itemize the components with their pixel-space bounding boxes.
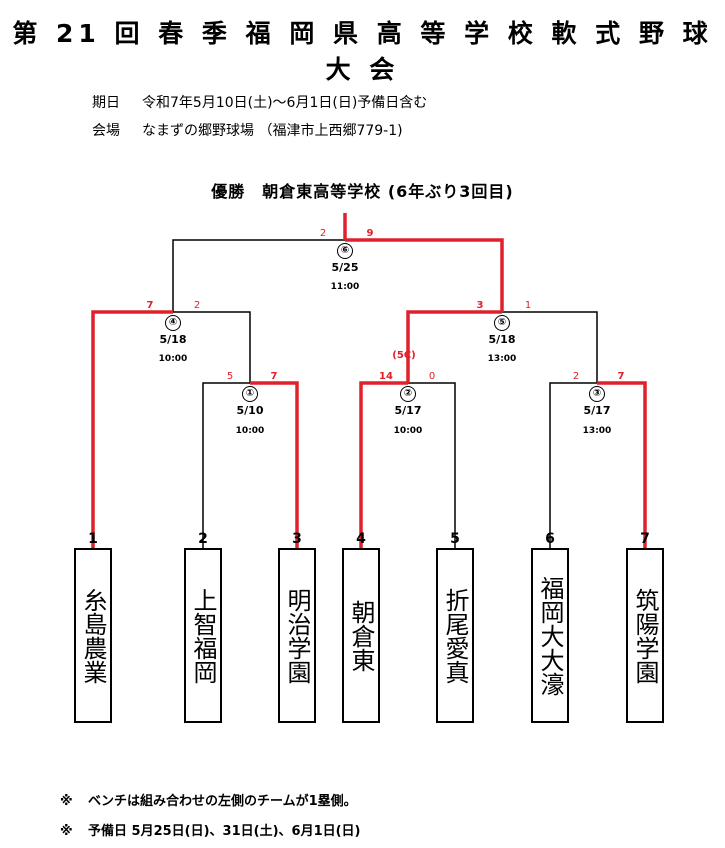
match3-date: 5/17 [583,404,611,417]
line-m2-win [406,310,502,383]
line-team4-win [359,381,408,548]
team-box-1: 糸島農業 [74,548,112,723]
team-number: 1 [88,531,98,547]
team-number: 7 [640,531,650,547]
match6-score-left: 2 [319,228,327,239]
match5-time: 13:00 [487,354,517,364]
team-number: 4 [356,531,366,547]
match2-score-right: 0 [428,371,436,382]
info-venue-row: 会場 なまずの郷野球場 （福津市上西郷779-1) [92,120,403,140]
match3-score-right: 7 [617,371,625,382]
match2-date: 5/17 [394,404,422,417]
match3-time: 13:00 [582,426,612,436]
match1-score-right: 7 [270,371,278,382]
line-team2 [202,382,250,548]
team-number: 3 [292,531,302,547]
match5-score-left: 3 [476,300,484,311]
footnote-bench: ※ ベンチは組み合わせの左側のチームが1塁側。 [60,790,357,809]
match6-date: 5/25 [331,261,359,274]
bracket-lines-black [172,239,598,548]
footnote-text: ベンチは組み合わせの左側のチームが1塁側。 [88,794,357,809]
match5-number: ⑤ [494,315,510,331]
info-venue-value: なまずの郷野球場 （福津市上西郷779-1) [142,123,403,139]
match1-score-left: 5 [226,371,234,382]
info-venue-label: 会場 [92,123,120,139]
team-box-7: 筑陽学園 [626,548,664,723]
footnote-reserve: ※ 予備日 5月25日(日)、31日(土)、6月1日(日) [60,820,361,839]
match2-number: ② [400,386,416,402]
footnote-text: 予備日 5月25日(日)、31日(土)、6月1日(日) [88,824,361,839]
match2-time: 10:00 [393,426,423,436]
match3-score-left: 2 [572,371,580,382]
match4-score-left: 7 [146,300,154,311]
match6-score-right: 9 [366,228,374,239]
footnote-mark: ※ [60,794,73,809]
match6-time: 11:00 [330,282,360,292]
match4-number: ④ [165,315,181,331]
match4-time: 10:00 [158,354,188,364]
match2-score-left: 14 [379,371,393,382]
line-m5-right [502,311,598,383]
match1-time: 10:00 [235,426,265,436]
bracket-lines-red [91,213,647,548]
match5-score-right: 1 [524,300,532,311]
match1-number: ① [242,386,258,402]
match2-note: (5C) [392,350,416,361]
match6-number: ⑥ [337,243,353,259]
line-team7-win [597,381,647,548]
line-team1-win [91,310,173,548]
team-box-3: 明治学園 [278,548,316,723]
line-m4-right [173,311,251,383]
page-title: 第 21 回 春 季 福 岡 県 高 等 学 校 軟 式 野 球 大 会 [12,19,713,84]
info-date-value: 令和7年5月10日(土)～6月1日(日)予備日含む [142,95,428,111]
info-date-label: 期日 [92,95,120,111]
match4-score-right: 2 [193,300,201,311]
team-number: 2 [198,531,208,547]
footnote-mark: ※ [60,824,73,839]
match5-date: 5/18 [488,333,516,346]
winner-banner: 優勝 朝倉東高等学校 (6年ぶり3回目) [211,182,514,201]
team-box-5: 折尾愛真 [436,548,474,723]
team-number: 5 [450,531,460,547]
line-m5-win [345,238,504,312]
line-team3-win [250,381,299,548]
info-date-row: 期日 令和7年5月10日(土)～6月1日(日)予備日含む [92,92,427,112]
team-number: 6 [545,531,555,547]
team-box-2: 上智福岡 [184,548,222,723]
line-team6 [549,382,597,548]
team-box-6: 福岡大大濠 [531,548,569,723]
line-m6-left [172,239,345,312]
line-team5 [408,382,456,548]
match4-date: 5/18 [159,333,187,346]
team-box-4: 朝倉東 [342,548,380,723]
match3-number: ③ [589,386,605,402]
match1-date: 5/10 [236,404,264,417]
